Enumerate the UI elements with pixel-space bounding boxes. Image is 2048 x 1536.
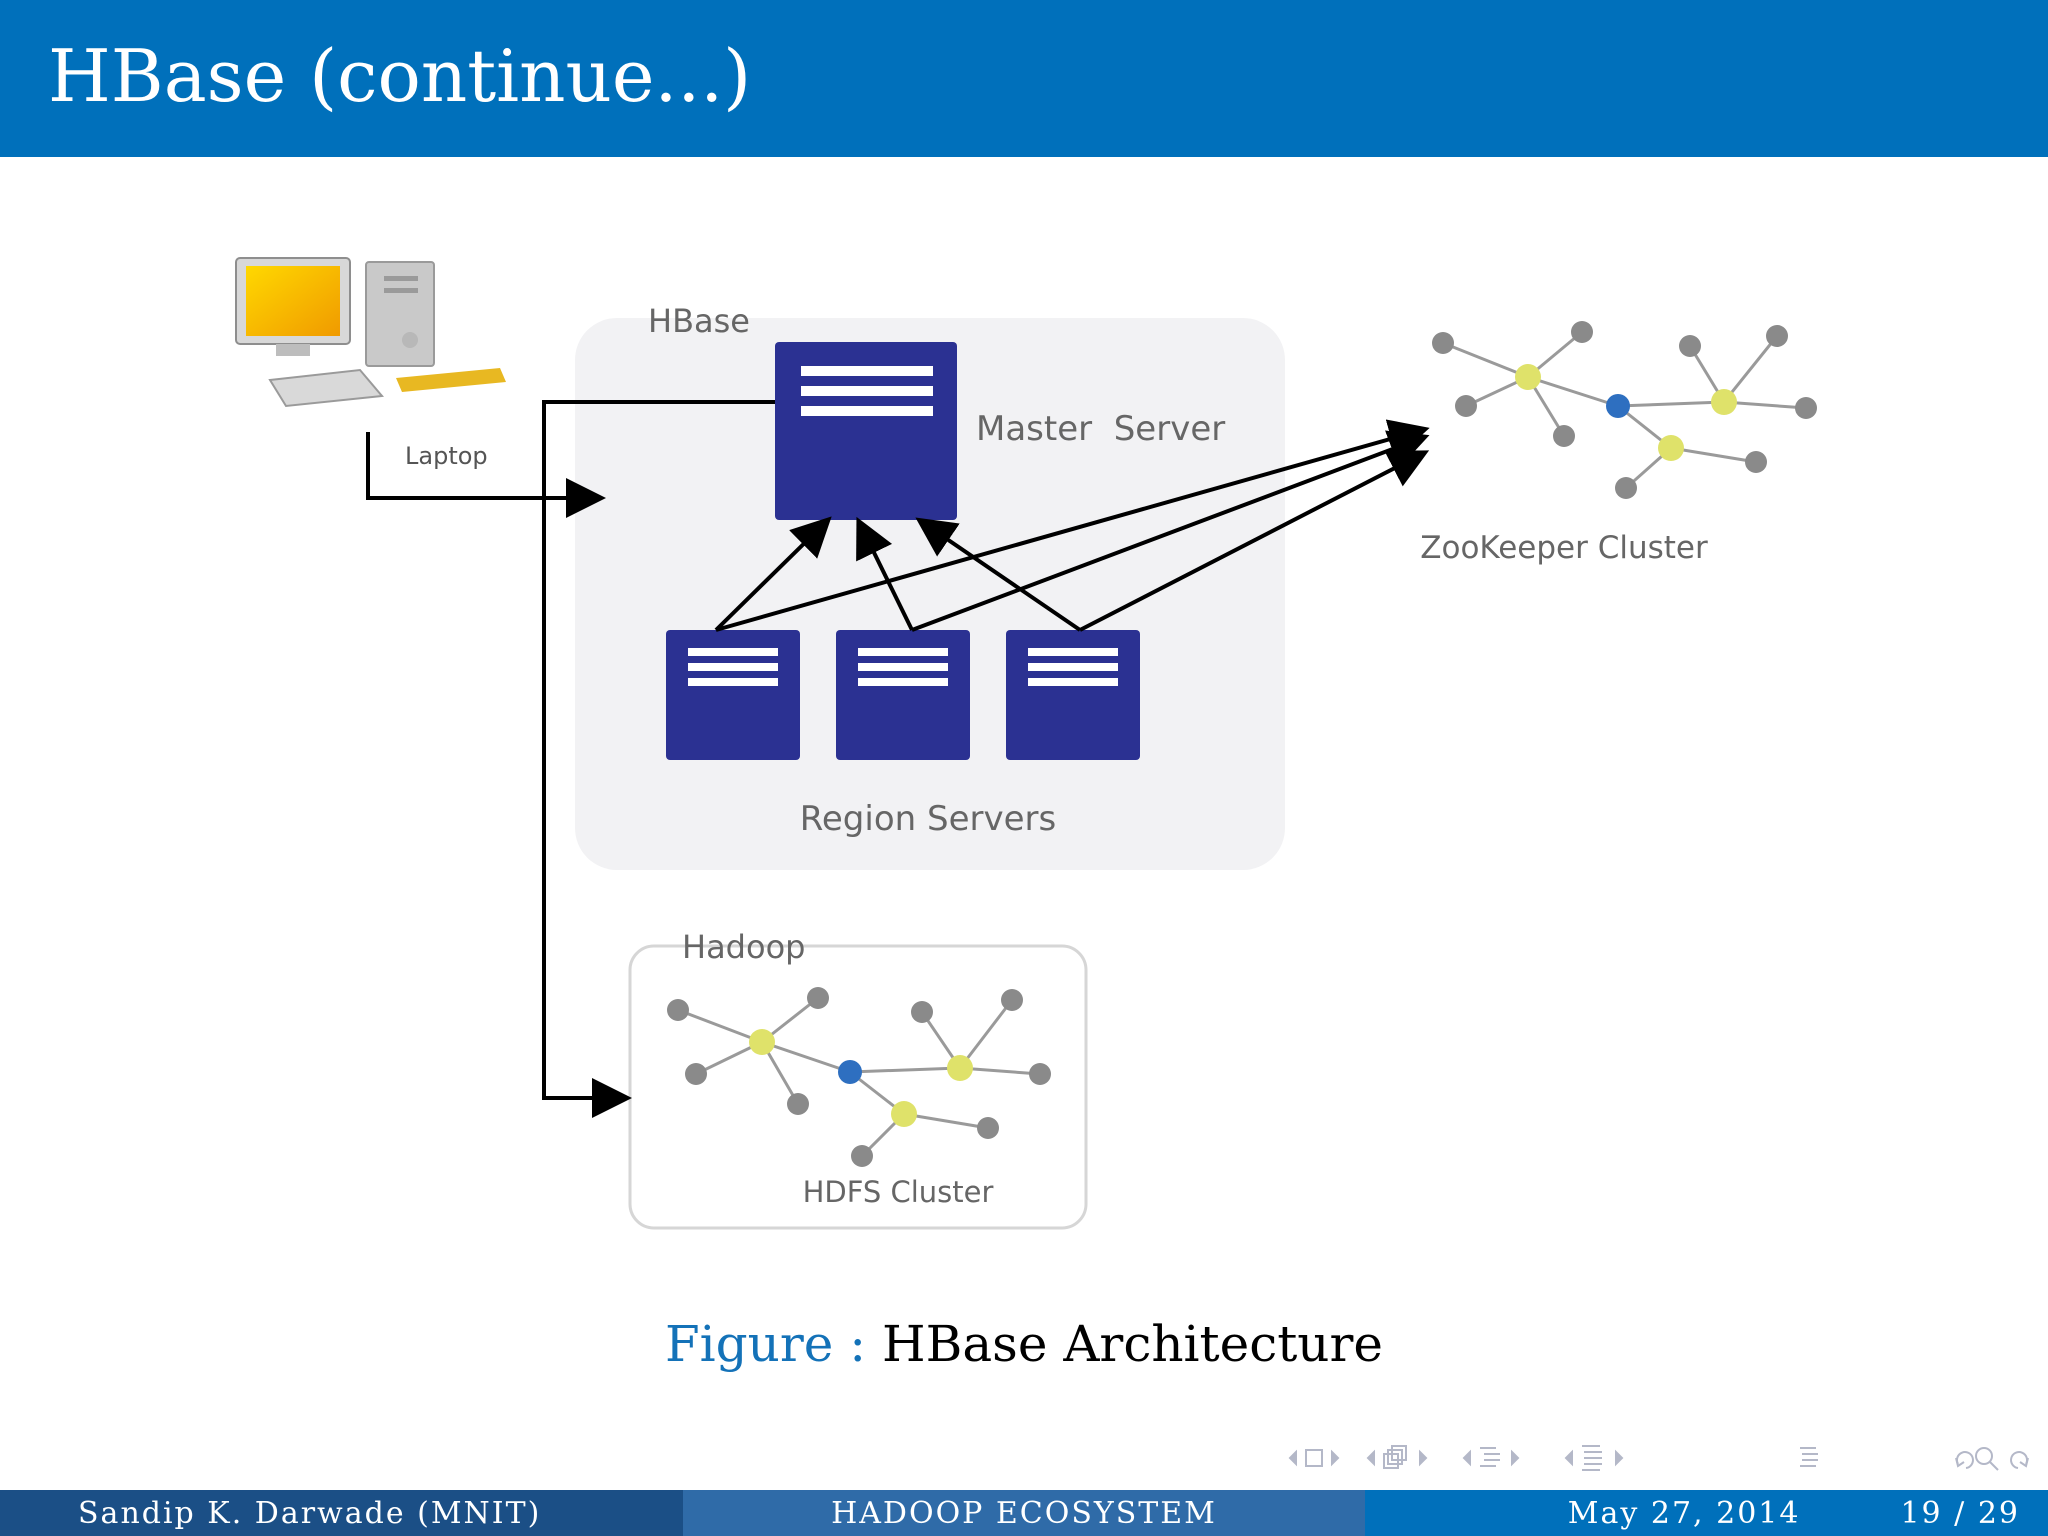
region-servers-label: Region Servers [800,799,1056,839]
footer-bar: Sandip K. Darwade (MNIT) HADOOP ECOSYSTE… [0,1490,2048,1536]
footer-page-number: 19 / 29 [1900,1495,2020,1531]
nav-back-icon[interactable] [1955,1451,1974,1469]
title-bar: HBase (continue...) [0,0,2048,157]
nav-next-subsection-icon[interactable] [1419,1449,1428,1467]
hdfs-label: HDFS Cluster [803,1175,994,1209]
nav-prev-frame-icon[interactable] [1288,1449,1297,1467]
region-server-1-icon [666,630,800,760]
master-server-icon [775,342,957,520]
region-server-3-icon [1006,630,1140,760]
footer-right: May 27, 2014 19 / 29 [1365,1490,2048,1536]
nav-prev-subsection-icon[interactable] [1366,1449,1375,1467]
connector-region2-to-master [856,516,914,631]
nav-toc-icon[interactable] [1582,1445,1602,1471]
caption-text: HBase Architecture [882,1315,1383,1373]
slide-title: HBase (continue...) [48,34,752,118]
connectors [366,400,1430,1118]
nav-frame-icon[interactable] [1305,1449,1323,1467]
nav-section-icon[interactable] [1480,1447,1500,1467]
laptop-label: Laptop [405,442,488,470]
hadoop-group-label: Hadoop [682,928,805,966]
connector-region1-to-zookeeper [715,419,1430,632]
navigation-symbols [1288,1445,2029,1471]
nav-next-toc-icon[interactable] [1615,1449,1624,1467]
connector-region3-to-master [915,517,1082,632]
connector-master-to-hdfs [542,400,775,1118]
zookeeper-network-icon [1432,321,1817,499]
master-server-label: Master Server [976,409,1225,449]
connector-region2-to-zookeeper [911,430,1430,632]
nav-next-section-icon[interactable] [1511,1449,1520,1467]
connector-laptop-to-hbase [366,432,606,518]
footer-topic: HADOOP ECOSYSTEM [683,1490,1365,1536]
caption-label: Figure : [664,1315,867,1373]
hbase-group-label: HBase [648,302,750,340]
nav-prev-section-icon[interactable] [1462,1449,1471,1467]
figure-caption: Figure : HBase Architecture [0,1315,2048,1373]
footer-author: Sandip K. Darwade (MNIT) [0,1490,683,1536]
nav-search-icon[interactable] [1975,1447,1999,1471]
nav-prev-toc-icon[interactable] [1564,1449,1573,1467]
nav-menu-icon[interactable] [1800,1447,1818,1467]
region-server-2-icon [836,630,970,760]
zookeeper-label: ZooKeeper Cluster [1420,530,1708,566]
hdfs-network-icon [667,987,1051,1167]
nav-forward-icon[interactable] [2010,1451,2029,1469]
footer-date: May 27, 2014 [1567,1495,1801,1531]
laptop-computer-icon [235,257,506,408]
nav-subsection-icon[interactable] [1383,1445,1407,1469]
nav-next-frame-icon[interactable] [1331,1449,1340,1467]
connector-region1-to-master [714,516,832,632]
connector-region3-to-zookeeper [1079,450,1430,632]
